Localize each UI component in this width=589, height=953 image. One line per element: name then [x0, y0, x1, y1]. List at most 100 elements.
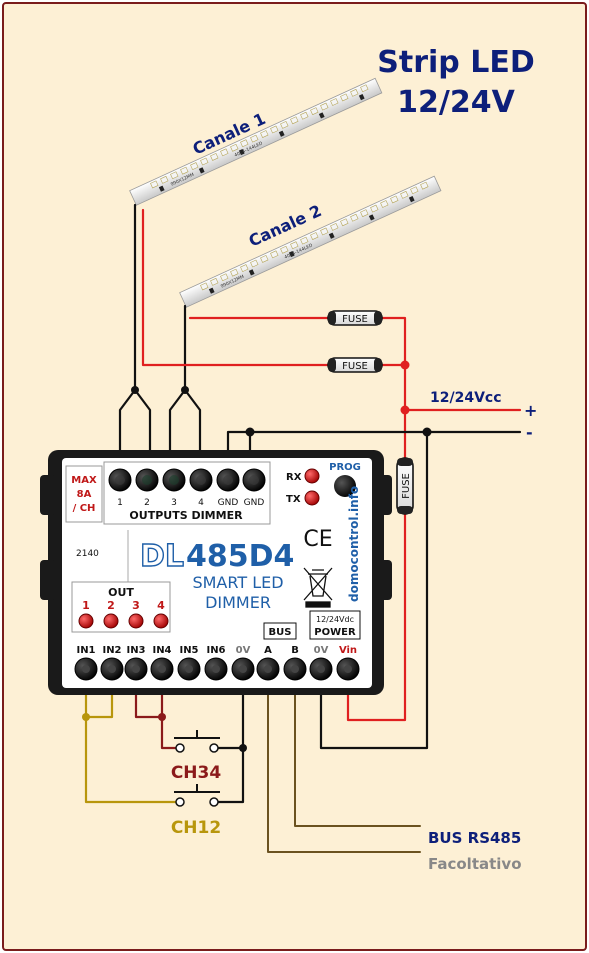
strip-led-chip	[350, 88, 359, 97]
out-led-label: 1	[82, 599, 90, 612]
bus-label: BUS	[269, 627, 292, 638]
strip-led-chip	[240, 264, 249, 273]
strip-resistor	[158, 185, 165, 192]
strip-led-chip	[270, 125, 279, 134]
input-terminal-label: 0V	[236, 645, 251, 656]
strip-led-chip	[340, 218, 349, 227]
output-terminal-label: 4	[198, 498, 204, 508]
strip-resistor	[198, 167, 205, 174]
wire-ch12	[84, 688, 178, 804]
wire-bus-a	[267, 689, 421, 853]
title-line2: 12/24V	[397, 85, 515, 120]
power-voltage-label: 12/24Vdc	[316, 615, 354, 624]
out-led-label: 3	[132, 599, 140, 612]
supply-voltage-label: 12/24Vcc	[430, 390, 502, 406]
subtitle-smart-led: SMART LED	[192, 573, 283, 592]
strip-resistor	[238, 148, 245, 156]
strip-led-chip	[320, 227, 329, 236]
strip-led-chip	[340, 93, 349, 102]
wire-strip1-negative	[118, 203, 152, 457]
tx-led	[304, 490, 320, 506]
tx-label: TX	[286, 494, 301, 505]
prog-label: PROG	[329, 462, 361, 473]
strip-resistor	[248, 269, 255, 276]
supply-minus-label: -	[526, 423, 533, 442]
junction-dots	[82, 360, 432, 752]
strip-led-chip	[280, 120, 289, 129]
strip-led-chip	[200, 157, 209, 166]
wire-bus-b	[294, 689, 421, 827]
strip-led-chip	[230, 268, 239, 277]
strip-resistor	[408, 196, 415, 203]
output-terminal-label: 2	[144, 498, 150, 508]
model-prefix: DL	[140, 539, 184, 574]
out-led	[153, 613, 169, 629]
strip-resistor	[278, 130, 285, 137]
strip-led-chip	[410, 186, 419, 195]
input-terminal-label: IN3	[126, 645, 145, 656]
input-terminal-label: Vin	[339, 645, 357, 656]
strip-led-chip	[330, 222, 339, 231]
weee-bin-icon	[303, 567, 333, 608]
input-terminal-label: IN1	[76, 645, 95, 656]
supply-plus-label: +	[524, 401, 537, 420]
strip-led-chip	[230, 143, 239, 152]
strip-led-chip	[190, 162, 199, 171]
strip-led-chip	[320, 102, 329, 111]
wires	[84, 203, 522, 853]
rx-label: RX	[286, 472, 302, 483]
switch-ch34[interactable]	[174, 730, 220, 753]
strip-led-chip	[330, 98, 339, 106]
rx-led	[304, 468, 320, 484]
max-current-line1: MAX	[71, 475, 97, 486]
strip-led-chip	[180, 166, 189, 175]
strip-led-chip	[170, 171, 179, 180]
input-terminal-label: A	[264, 645, 272, 656]
strip-led-chip	[360, 209, 369, 218]
fuse-supply: FUSE	[396, 457, 414, 515]
model-suffix: 485D4	[186, 539, 294, 574]
wire-switch-common	[216, 688, 245, 804]
input-terminal-label: IN6	[206, 645, 225, 656]
strip-led-chip	[250, 134, 259, 143]
input-terminal-label: B	[291, 645, 299, 656]
strip-led-chip	[260, 255, 269, 263]
power-label: POWER	[314, 627, 356, 638]
strip-led-chip	[390, 195, 399, 204]
strip-led-chip	[160, 175, 169, 184]
input-terminal-label: IN2	[102, 645, 121, 656]
strip-led-chip	[280, 245, 289, 254]
strip-led-chip	[380, 200, 389, 208]
strip-led-chip	[210, 277, 219, 286]
out-led	[78, 613, 94, 629]
title-line1: Strip LED	[377, 45, 534, 80]
strip-led-chip	[150, 180, 159, 189]
strip-led-chip	[250, 259, 259, 268]
strip-led-chip	[360, 84, 369, 93]
out-led-label: 4	[157, 599, 165, 612]
subtitle-dimmer: DIMMER	[205, 593, 271, 612]
website-label: domocontrol.info	[347, 486, 361, 602]
wire-0v	[319, 430, 429, 750]
outputs-dimmer-title: OUTPUTS DIMMER	[129, 509, 243, 522]
prog-button[interactable]	[334, 475, 356, 497]
switch-ch12[interactable]	[174, 784, 220, 807]
strip-led-chip	[350, 213, 359, 222]
fuse-strip1: FUSE	[327, 357, 383, 373]
out-led-label: 2	[107, 599, 115, 612]
strip-led-chip	[310, 107, 319, 116]
strip-led-chip	[290, 241, 299, 250]
strip-led-chip	[370, 204, 379, 213]
strip-resistor	[208, 287, 215, 294]
input-terminal-label: 0V	[314, 645, 329, 656]
output-terminal-label: 3	[171, 498, 177, 508]
output-terminal-label: 1	[117, 498, 123, 508]
output-terminal-label: GND	[244, 498, 265, 508]
out-title: OUT	[108, 586, 134, 599]
strip-led-chip	[300, 111, 309, 120]
strip-led-chip	[290, 116, 299, 125]
max-current-line3: / CH	[73, 503, 96, 514]
fuse-label: FUSE	[401, 473, 412, 499]
